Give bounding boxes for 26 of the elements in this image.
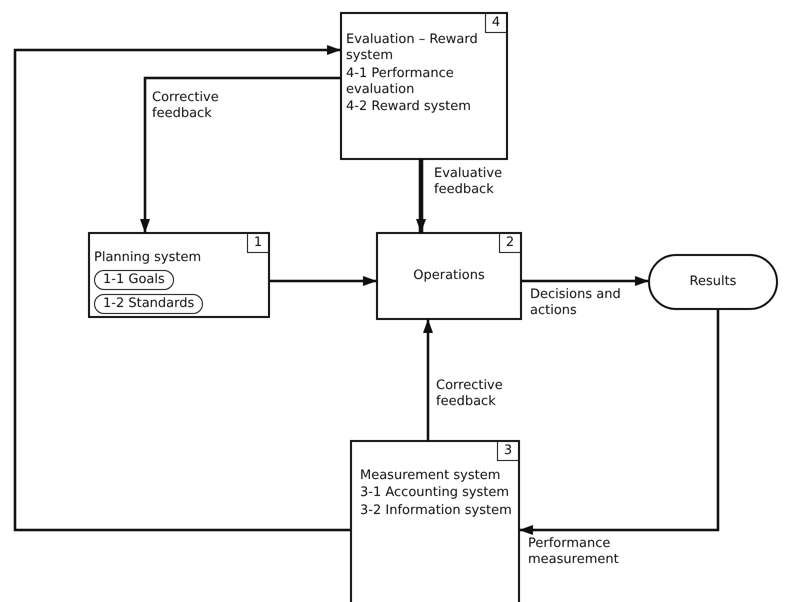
arrow bbox=[140, 76, 340, 233]
arrow bbox=[14, 45, 350, 532]
box-text: 3-2 Information system bbox=[360, 502, 512, 519]
box-text: 3-1 Accounting system bbox=[360, 485, 510, 502]
box-text: 4-1 Performance evaluation bbox=[346, 66, 455, 98]
sub-item-pill: 1-2 Standards bbox=[94, 294, 204, 314]
process-box bbox=[350, 440, 520, 602]
box-text: Results bbox=[690, 274, 736, 290]
box-text: Operations bbox=[413, 268, 485, 284]
arrow bbox=[519, 310, 720, 535]
arrow bbox=[522, 276, 649, 286]
arrow bbox=[423, 319, 433, 440]
process-box bbox=[340, 12, 508, 160]
box-text: Evaluation – Reward system bbox=[346, 32, 479, 64]
arrow bbox=[270, 276, 377, 286]
arrow bbox=[416, 160, 426, 233]
box-text: Planning system bbox=[94, 250, 202, 266]
box-text: 4-2 Reward system bbox=[346, 99, 471, 116]
box-number: 4 bbox=[485, 14, 506, 33]
box-text: Measurement system bbox=[360, 468, 500, 484]
process-box bbox=[376, 232, 522, 320]
box-number: 3 bbox=[497, 442, 518, 461]
process-box bbox=[88, 232, 270, 318]
sub-item-pill: 1-1 Goals bbox=[94, 270, 174, 290]
box-number: 1 bbox=[247, 234, 268, 253]
box-number: 2 bbox=[499, 234, 520, 253]
